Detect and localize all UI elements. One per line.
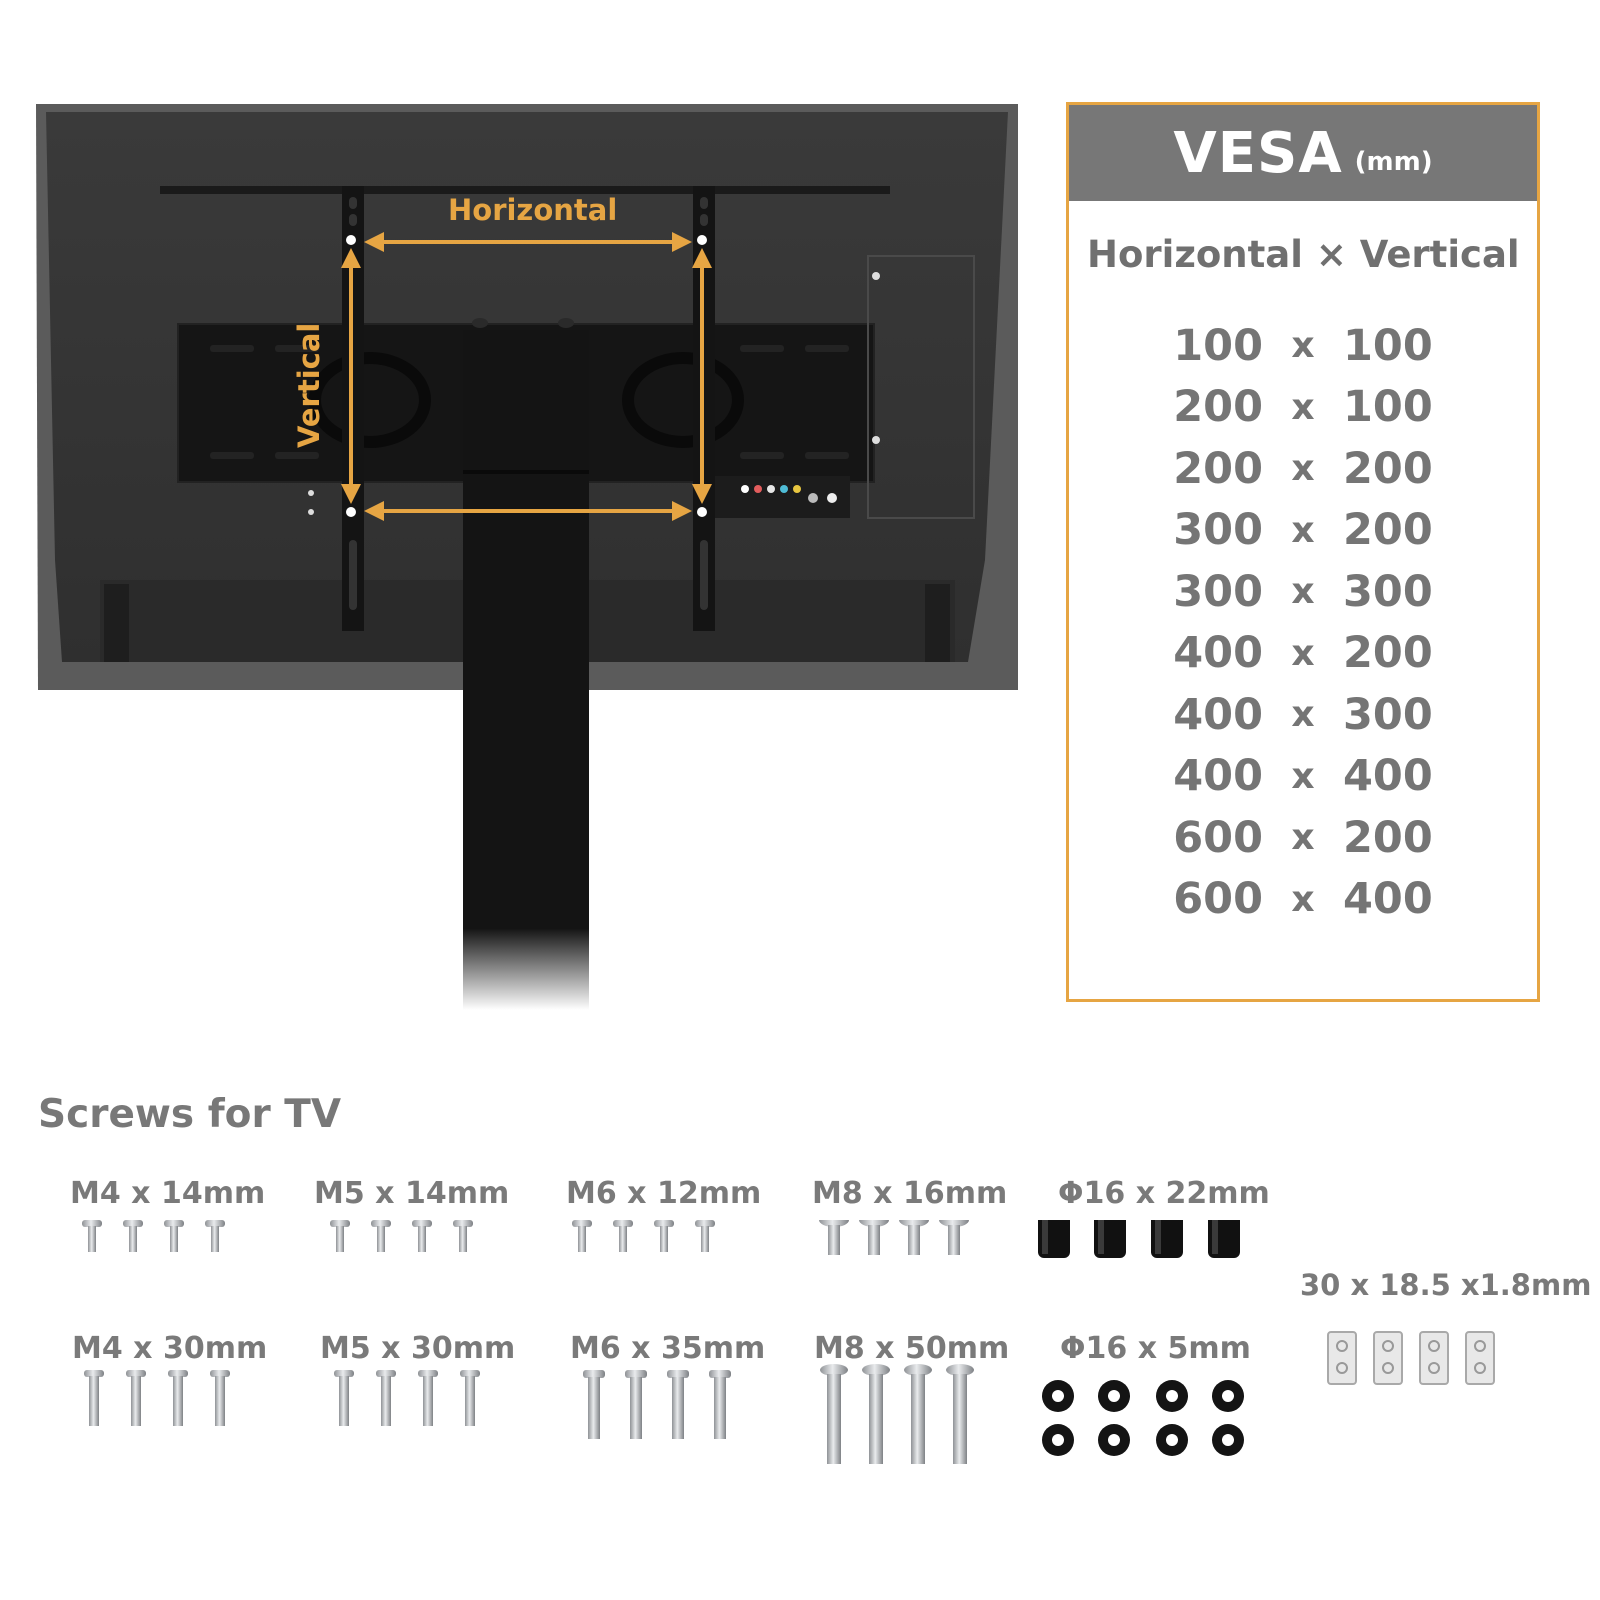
- screw-label: M5 x 30mm: [320, 1331, 516, 1366]
- screw-label: M5 x 14mm: [314, 1176, 510, 1211]
- vesa-horizontal: 600: [1173, 874, 1263, 925]
- vesa-times: x: [1291, 571, 1315, 613]
- vesa-unit: (mm): [1354, 147, 1433, 177]
- vesa-times: x: [1291, 878, 1315, 920]
- vesa-row: 100 x 100: [1069, 315, 1537, 377]
- screw-label: M6 x 35mm: [570, 1331, 766, 1366]
- screw-label: M4 x 30mm: [72, 1331, 268, 1366]
- screw-label: M8 x 50mm: [814, 1331, 1010, 1366]
- vesa-horizontal: 400: [1173, 628, 1263, 679]
- vesa-vertical: 400: [1343, 874, 1433, 925]
- vesa-vertical: 100: [1343, 320, 1433, 371]
- vesa-times: x: [1291, 509, 1315, 551]
- vertical-label: Vertical: [292, 322, 326, 448]
- vesa-times: x: [1291, 325, 1315, 367]
- screw-label: M4 x 14mm: [70, 1176, 266, 1211]
- screw-illustrations: [82, 1220, 1495, 1464]
- vesa-times: x: [1291, 817, 1315, 859]
- vesa-title: VESA: [1173, 120, 1343, 186]
- vesa-vertical: 200: [1343, 443, 1433, 494]
- screw-label: M8 x 16mm: [812, 1176, 1008, 1211]
- tv-back-drawing: [36, 104, 1018, 1010]
- vesa-horizontal: 200: [1173, 382, 1263, 433]
- horizontal-label: Horizontal: [448, 193, 618, 227]
- vesa-horizontal: 100: [1173, 320, 1263, 371]
- vesa-horizontal: 200: [1173, 443, 1263, 494]
- vesa-horizontal: 400: [1173, 689, 1263, 740]
- stand-pole: [463, 330, 589, 1010]
- vesa-times: x: [1291, 632, 1315, 674]
- vesa-times: x: [1291, 694, 1315, 736]
- vesa-vertical: 300: [1343, 689, 1433, 740]
- vesa-header: VESA (mm): [1069, 105, 1537, 201]
- vesa-vertical: 200: [1343, 505, 1433, 556]
- dimension-arrows: [341, 232, 712, 521]
- screw-label: Φ16 x 22mm: [1058, 1176, 1270, 1211]
- vesa-times: x: [1291, 386, 1315, 428]
- vesa-row: 300 x 200: [1069, 500, 1537, 562]
- vesa-horizontal: 600: [1173, 812, 1263, 863]
- vesa-row: 300 x 300: [1069, 561, 1537, 623]
- vesa-vertical: 100: [1343, 382, 1433, 433]
- screws-title: Screws for TV: [38, 1092, 342, 1137]
- vesa-row: 400 x 200: [1069, 623, 1537, 685]
- vesa-times: x: [1291, 448, 1315, 490]
- vesa-vertical: 300: [1343, 566, 1433, 617]
- screw-label: Φ16 x 5mm: [1060, 1331, 1251, 1366]
- vesa-times: x: [1291, 755, 1315, 797]
- vesa-row: 200 x 100: [1069, 377, 1537, 439]
- vesa-horizontal: 400: [1173, 751, 1263, 802]
- vesa-row: 600 x 200: [1069, 807, 1537, 869]
- mounting-holes: [346, 235, 707, 517]
- vesa-row: 400 x 400: [1069, 746, 1537, 808]
- vesa-row: 200 x 200: [1069, 438, 1537, 500]
- vesa-row: 400 x 300: [1069, 684, 1537, 746]
- vesa-vertical: 200: [1343, 628, 1433, 679]
- screw-label: 30 x 18.5 x1.8mm: [1300, 1268, 1592, 1302]
- vesa-horizontal: 300: [1173, 505, 1263, 556]
- vesa-horizontal: 300: [1173, 566, 1263, 617]
- tv-back-illustration: Horizontal Vertical: [0, 0, 1030, 1010]
- vesa-vertical: 200: [1343, 812, 1433, 863]
- screw-label: M6 x 12mm: [566, 1176, 762, 1211]
- vesa-vertical: 400: [1343, 751, 1433, 802]
- vesa-subtitle: Horizontal × Vertical: [1087, 233, 1520, 276]
- vesa-row: 600 x 400: [1069, 869, 1537, 931]
